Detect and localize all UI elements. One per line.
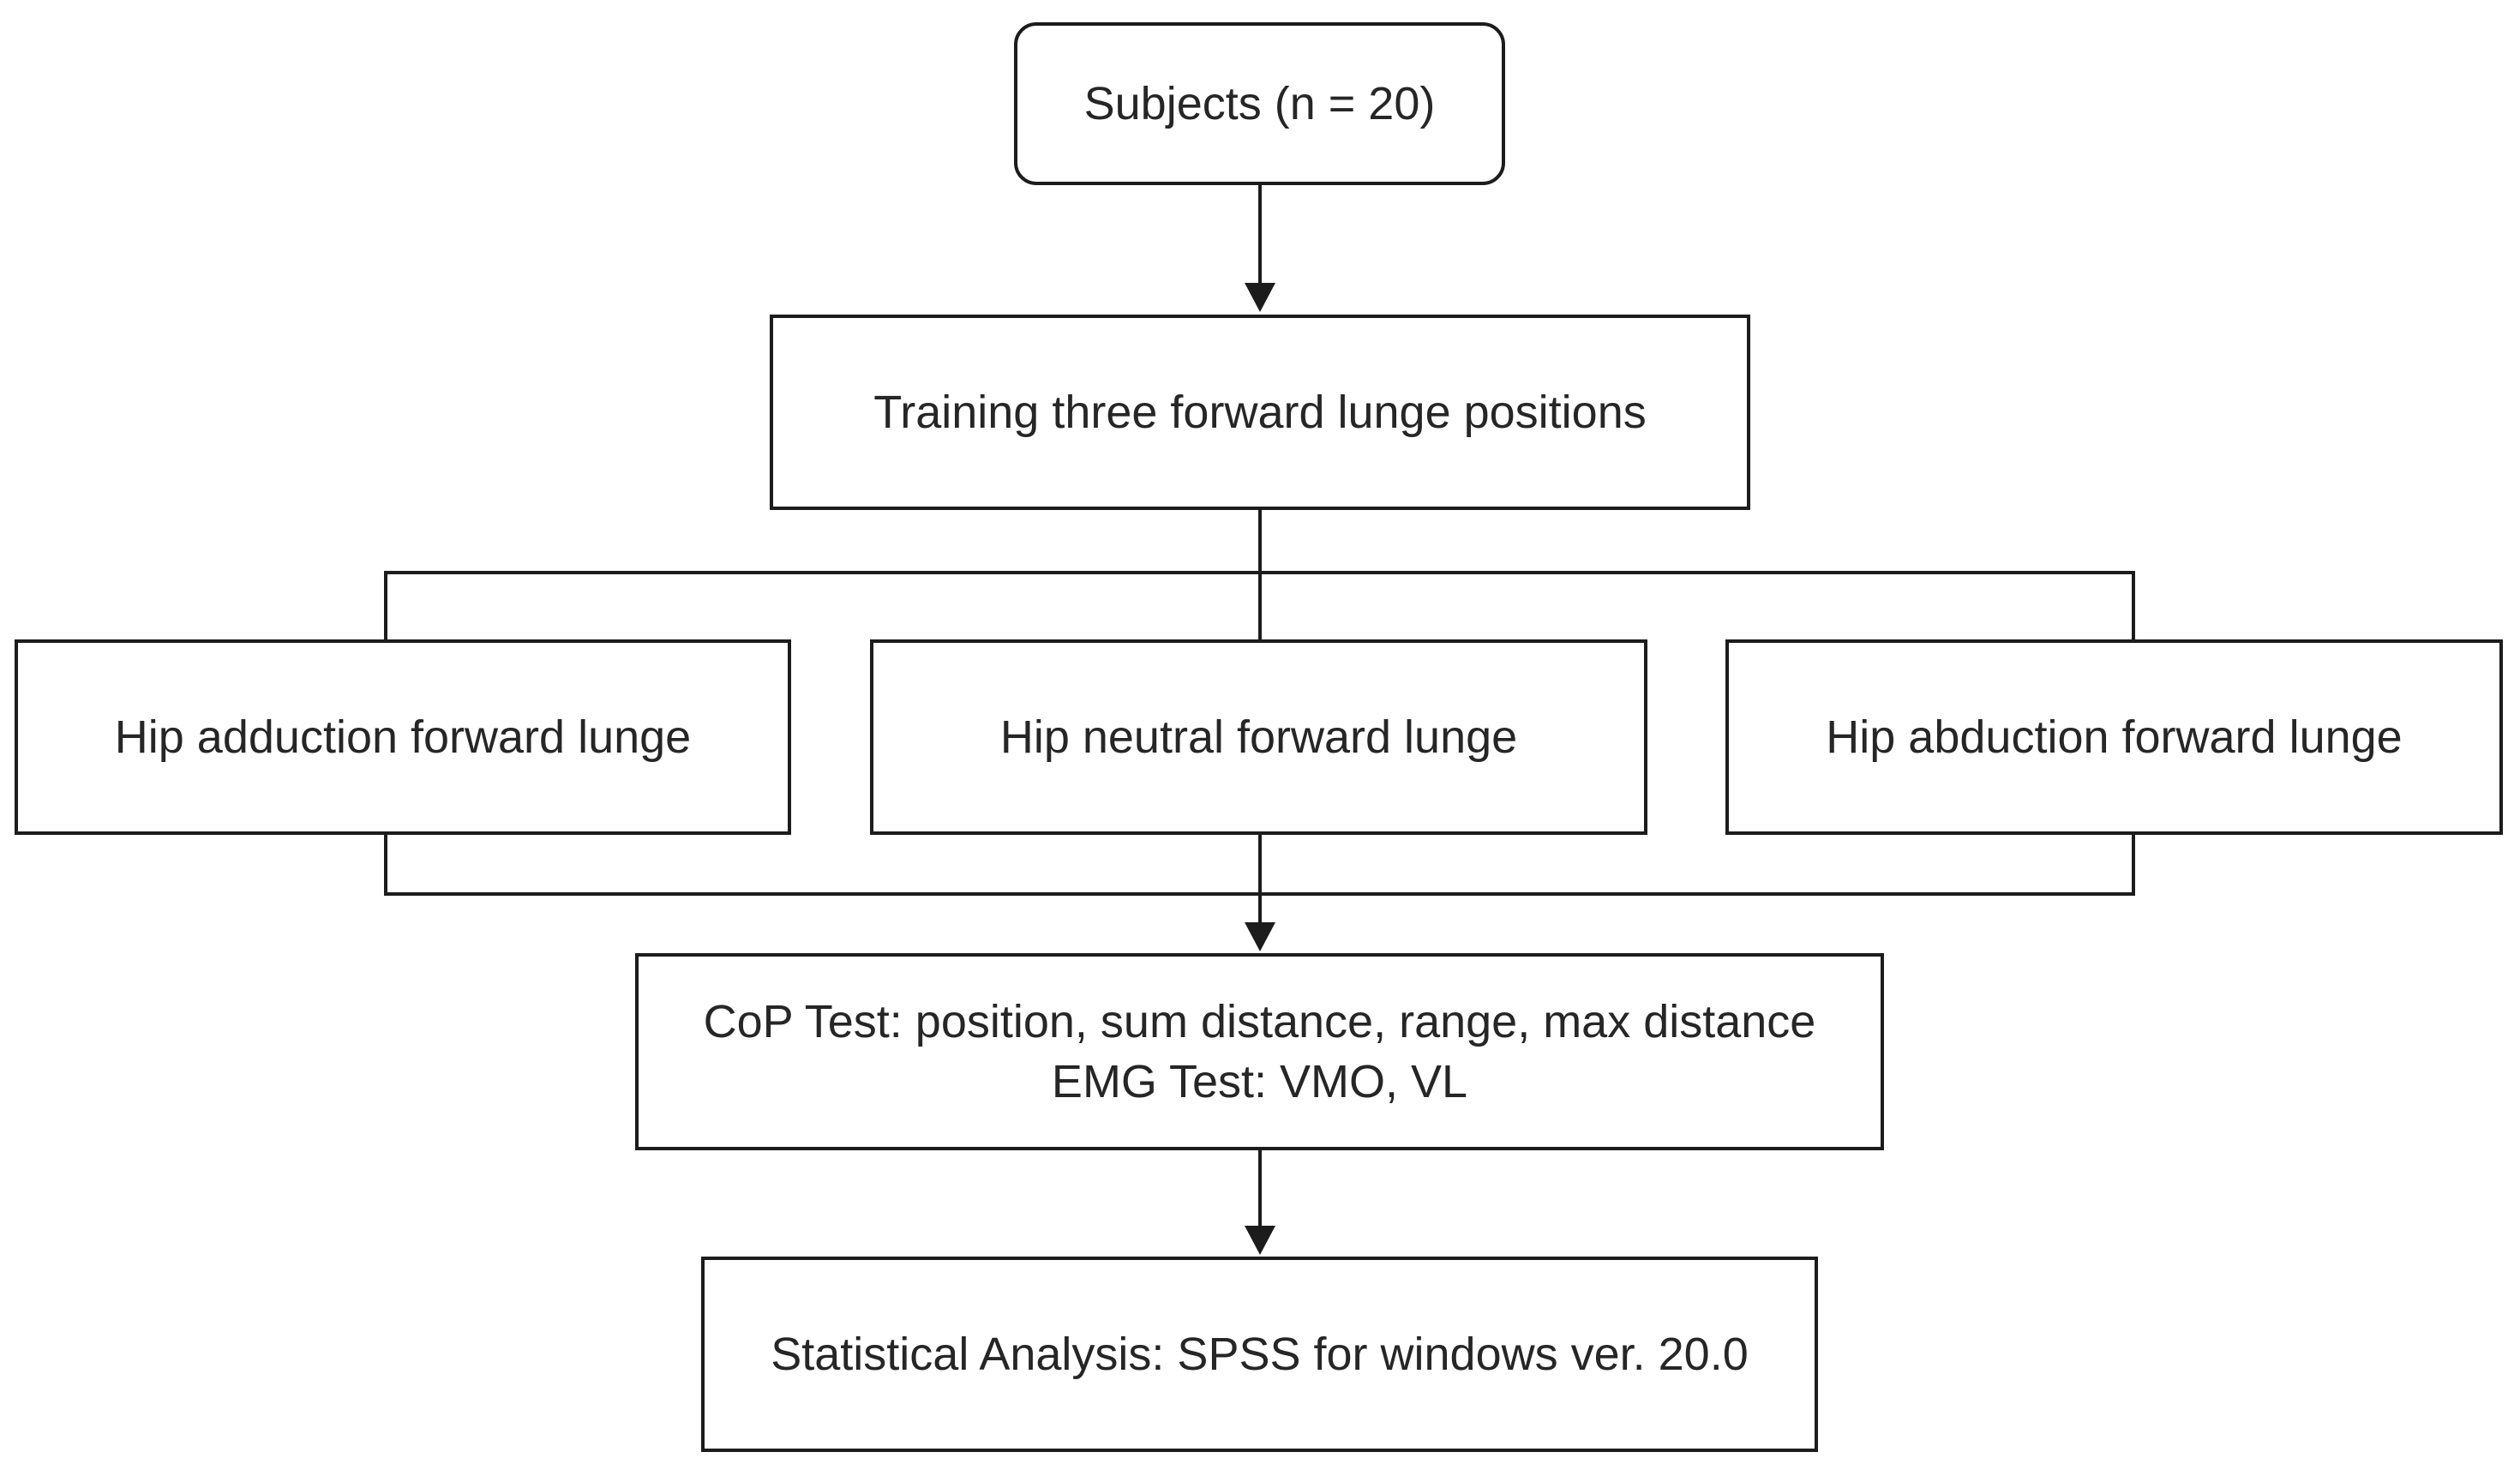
subjects-label: Subjects (n = 20) <box>1083 77 1436 129</box>
subjects-node: Subjects (n = 20) <box>1014 22 1505 185</box>
emg-test-label: EMG Test: VMO, VL <box>1051 1056 1468 1107</box>
analysis-node: Statistical Analysis: SPSS for windows v… <box>701 1257 1818 1452</box>
hip-adduction-node: Hip adduction forward lunge <box>15 639 791 835</box>
analysis-label: Statistical Analysis: SPSS for windows v… <box>771 1328 1749 1380</box>
hip-abduction-node: Hip abduction forward lunge <box>1725 639 2503 835</box>
arrowhead-analysis <box>1245 1226 1275 1255</box>
hip-abduction-label: Hip abduction forward lunge <box>1826 711 2403 763</box>
training-label: Training three forward lunge positions <box>873 386 1647 438</box>
cop-test-label: CoP Test: position, sum distance, range,… <box>703 995 1816 1047</box>
hip-neutral-label: Hip neutral forward lunge <box>999 711 1518 763</box>
tests-node: CoP Test: position, sum distance, range,… <box>635 953 1884 1150</box>
hip-neutral-node: Hip neutral forward lunge <box>870 639 1647 835</box>
arrowhead-tests <box>1245 922 1275 951</box>
arrowhead-training <box>1245 283 1275 312</box>
hip-adduction-label: Hip adduction forward lunge <box>114 711 692 763</box>
training-node: Training three forward lunge positions <box>770 315 1750 510</box>
split-bracket <box>384 571 2135 641</box>
